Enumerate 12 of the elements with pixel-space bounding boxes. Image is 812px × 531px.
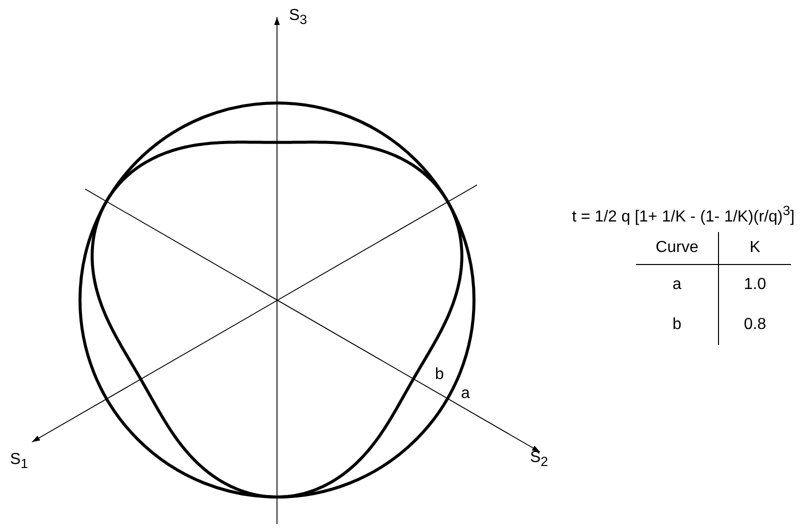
axis-label: S$_{1}$ bbox=[10, 452, 28, 471]
table-cell: a bbox=[636, 264, 718, 305]
table-cell: 0.8 bbox=[718, 305, 791, 345]
axis-label: S$_{2}$ bbox=[530, 450, 548, 469]
column-header: K bbox=[718, 232, 791, 264]
curve-label: a bbox=[461, 386, 470, 402]
column-header: Curve bbox=[636, 232, 718, 264]
curve-label: b bbox=[435, 367, 444, 383]
axis-label: S$_{3}$ bbox=[289, 8, 308, 27]
formula: t = 1/2 q [1+ 1/K - (1- 1/K)(r/q)$^{3}$] bbox=[572, 204, 795, 226]
table-cell: b bbox=[636, 305, 718, 345]
table-cell: 1.0 bbox=[718, 264, 791, 305]
